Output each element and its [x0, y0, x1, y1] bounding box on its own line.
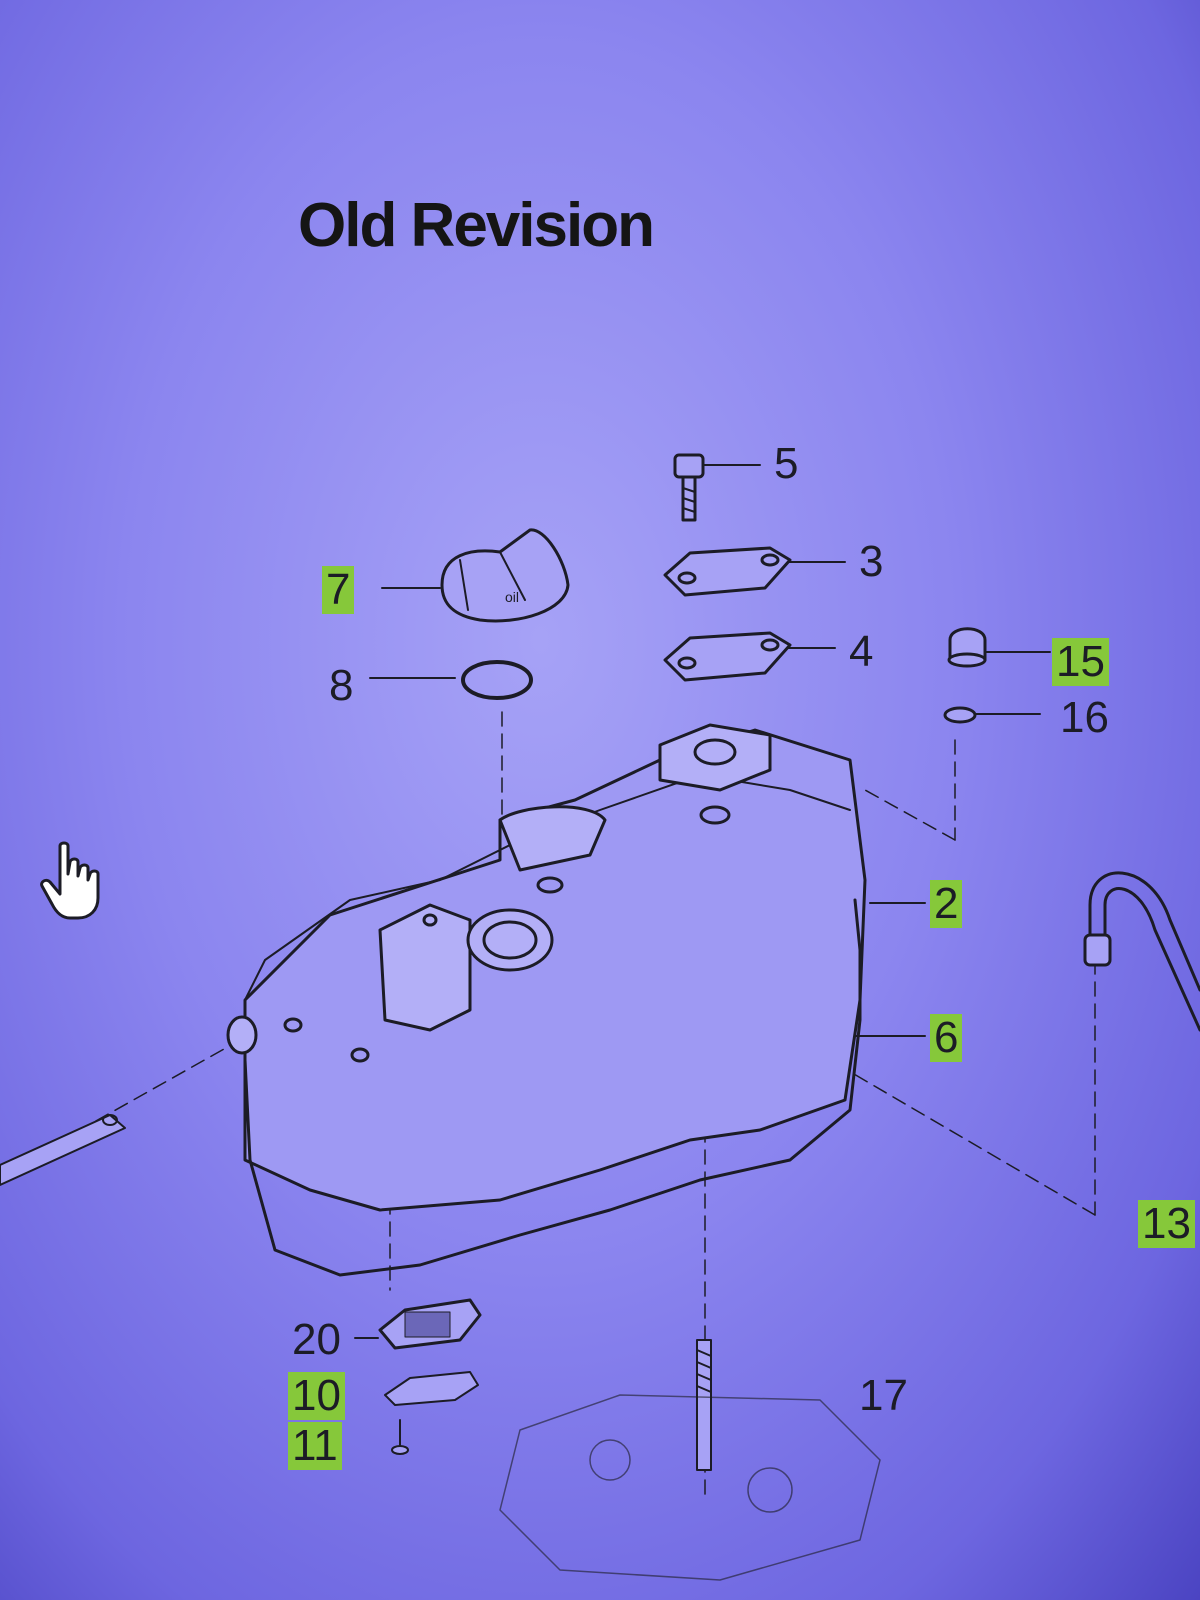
rod-part	[0, 1114, 126, 1186]
callout-11: 11	[288, 1422, 342, 1470]
callout-10: 10	[288, 1372, 345, 1420]
callout-7: 7	[322, 566, 355, 614]
gasket-part-6	[243, 898, 862, 1277]
valve-cover-part-2	[226, 723, 867, 1212]
stud-part-17	[696, 1339, 712, 1471]
callout-3: 3	[859, 537, 884, 586]
cover-plate-part-3	[663, 546, 792, 597]
diagram-title: Old Revision	[298, 191, 655, 260]
bolt-part-5	[673, 453, 705, 522]
callout-6: 6	[930, 1014, 963, 1062]
callout-8: 8	[329, 661, 354, 710]
bracket-part-10	[384, 1371, 479, 1406]
callout-4: 4	[849, 627, 874, 676]
washer-part-16	[943, 706, 977, 724]
callout-13: 13	[1138, 1200, 1195, 1248]
callout-17: 17	[859, 1371, 908, 1420]
cylinder-head-outline	[499, 1394, 881, 1581]
callout-16: 16	[1060, 693, 1109, 742]
hand-pointer-icon	[40, 841, 100, 920]
breather-plate-part-20	[378, 1298, 482, 1350]
screw-part-11	[391, 1419, 409, 1455]
svg-text:oil: oil	[505, 589, 519, 605]
callout-15: 15	[1052, 638, 1109, 686]
o-ring-part-8	[461, 660, 533, 700]
callout-5: 5	[774, 439, 799, 488]
callout-20: 20	[292, 1315, 341, 1364]
cap-nut-part-15	[947, 627, 987, 668]
breather-hose-part-13	[1088, 871, 1200, 1032]
gasket-part-4	[663, 631, 792, 682]
oil-filler-cap-part-7: oil	[440, 528, 570, 623]
callout-2: 2	[930, 880, 963, 928]
